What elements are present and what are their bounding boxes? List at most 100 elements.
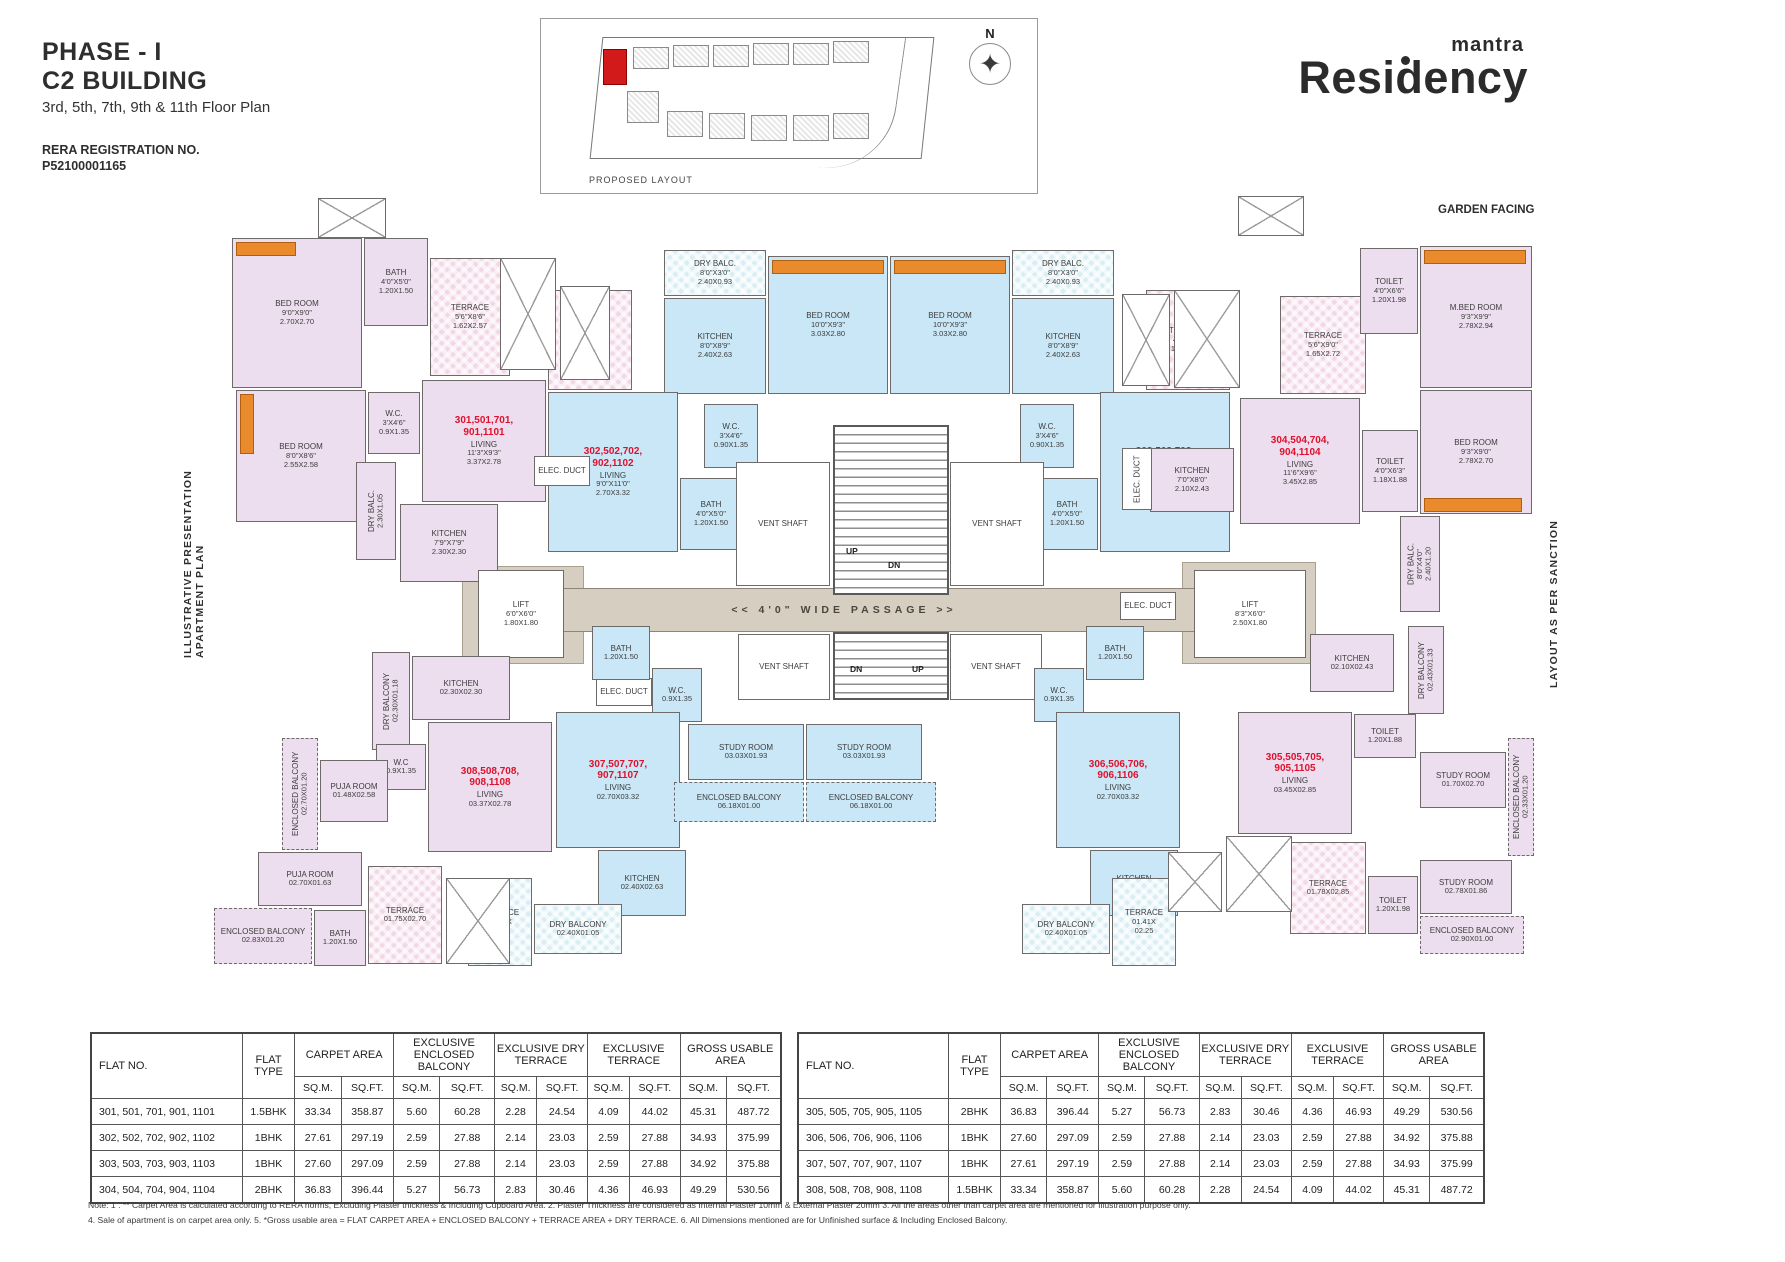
room-dimensions: 1.20X1.50 [378, 285, 414, 295]
room-label: KITCHEN [1174, 466, 1210, 476]
compass-north-label: N [985, 26, 995, 41]
wardrobe-accent [240, 394, 254, 454]
site-building-block [709, 113, 745, 139]
table-cell: 375.99 [725, 1124, 782, 1151]
footnote-line: Note: 1 . ** Carpet Area is calculated a… [88, 1200, 1191, 1210]
table-cell: 358.87 [340, 1098, 395, 1125]
room-dry-balcony: DRY BALC.8'0"X3'0"2.40X0.93 [664, 250, 766, 296]
table-cell: 2.59 [393, 1150, 441, 1177]
table-cell: 27.88 [629, 1124, 681, 1151]
room-dimensions: 01.75X02.70 [383, 914, 427, 924]
room-dimensions: 02.43X01.33 [1425, 648, 1435, 692]
table-cell: 46.93 [1332, 1098, 1385, 1125]
room-dimensions: 9'3"X9'0" [1461, 446, 1491, 456]
table-cell: 56.73 [1144, 1098, 1200, 1125]
room-label: KITCHEN [1334, 653, 1370, 663]
room-dimensions: 0.9X1.35 [378, 426, 410, 436]
room-label: ELEC. DUCT [600, 687, 648, 697]
room-label: VENT SHAFT [972, 519, 1022, 529]
table-cell: 46.93 [629, 1176, 681, 1204]
room-vent-shaft: VENT SHAFT [736, 462, 830, 586]
room-label: KITCHEN [431, 529, 467, 539]
staircase-upper [833, 425, 949, 595]
room-dimensions: 1.20X1.88 [1367, 735, 1403, 745]
table-cell: 1.5BHK [241, 1098, 296, 1125]
table-header: SQ.M. [294, 1076, 342, 1099]
table-cell: 23.03 [1240, 1124, 1292, 1151]
table-header: SQ.FT. [1240, 1076, 1292, 1099]
room-label: BATH [1056, 500, 1078, 510]
room-dimensions: 10'0"X9'3" [810, 319, 846, 329]
table-header: CARPET AREA [1000, 1032, 1100, 1077]
table-cell: 2.59 [1290, 1124, 1334, 1151]
room-label: BATH [385, 268, 407, 278]
room-label: LIFT [512, 600, 530, 610]
room-shaft [560, 286, 610, 380]
table-cell: 27.88 [439, 1150, 495, 1177]
site-building-block [753, 43, 789, 65]
room-elec-duct: ELEC. DUCT [596, 678, 652, 706]
room-dimensions: 0.9X1.35 [1043, 694, 1075, 704]
table-cell: 5.27 [1098, 1098, 1146, 1125]
table-cell: 1BHK [241, 1150, 296, 1177]
room-label: W.C. [1038, 422, 1056, 432]
table-cell: 396.44 [340, 1176, 395, 1204]
phase-title: PHASE - I [42, 38, 162, 66]
table-cell: 2.59 [586, 1124, 631, 1151]
room-dimensions: 8'0"X8'6" [286, 450, 316, 460]
title-block: PHASE - I C2 BUILDING 3rd, 5th, 7th, 9th… [42, 38, 270, 175]
room-dimensions: 2.30X2.30 [431, 546, 467, 556]
room-label: W.C. [668, 685, 686, 695]
room-dry-balcony: DRY BALC.8'0"X4'0"2.40X1.20 [1400, 516, 1440, 612]
table-cell: 297.19 [1046, 1150, 1100, 1177]
room-label: PUJA ROOM [286, 869, 334, 879]
table-cell: 45.31 [1383, 1176, 1431, 1204]
logo-dot-icon [1401, 56, 1410, 65]
room-dimensions: 11'6"X9'6" [1283, 468, 1317, 478]
room-label: W.C. [722, 422, 740, 432]
proposed-layout-map: PROPOSED LAYOUT [540, 18, 1038, 194]
room-dimensions: 5'6"X8'6" [455, 311, 485, 321]
table-header: SQ.FT. [340, 1076, 395, 1099]
table-cell: 307, 507, 707, 907, 1107 [797, 1150, 949, 1177]
table-cell: 24.54 [536, 1098, 588, 1125]
room-label: BED ROOM [928, 311, 972, 321]
table-cell: 305, 505, 705, 905, 1105 [797, 1098, 949, 1125]
room-label: BATH [700, 500, 722, 510]
wardrobe-accent [772, 260, 884, 274]
room-dimensions: 02.90X01.00 [1450, 934, 1494, 944]
table-header: GROSS USABLE AREA [679, 1032, 782, 1077]
flat-number: 306,506,706,906,1106 [1088, 758, 1148, 782]
table-cell: 297.09 [340, 1150, 395, 1177]
room-dimensions: 02.70X03.32 [1096, 791, 1140, 801]
room-elec-duct: ELEC. DUCT [1120, 592, 1176, 620]
room-label: LIVING [1104, 783, 1132, 793]
table-cell: 297.19 [340, 1124, 395, 1151]
room-dimensions: 06.18X01.00 [849, 801, 893, 811]
site-building-block [673, 45, 709, 67]
site-building-block [833, 41, 869, 63]
room-dimensions: 01.48X02.58 [332, 790, 376, 800]
room-dimensions: 0.90X1.35 [713, 439, 749, 449]
table-header: SQ.FT. [725, 1076, 782, 1099]
room-dimensions: 02.40X01.05 [1044, 928, 1088, 938]
table-cell: 27.60 [294, 1150, 342, 1177]
table-cell: 27.88 [629, 1150, 681, 1177]
table-cell: 2.59 [393, 1124, 441, 1151]
table-cell: 4.09 [1290, 1176, 1334, 1204]
table-cell: 34.93 [679, 1124, 727, 1151]
